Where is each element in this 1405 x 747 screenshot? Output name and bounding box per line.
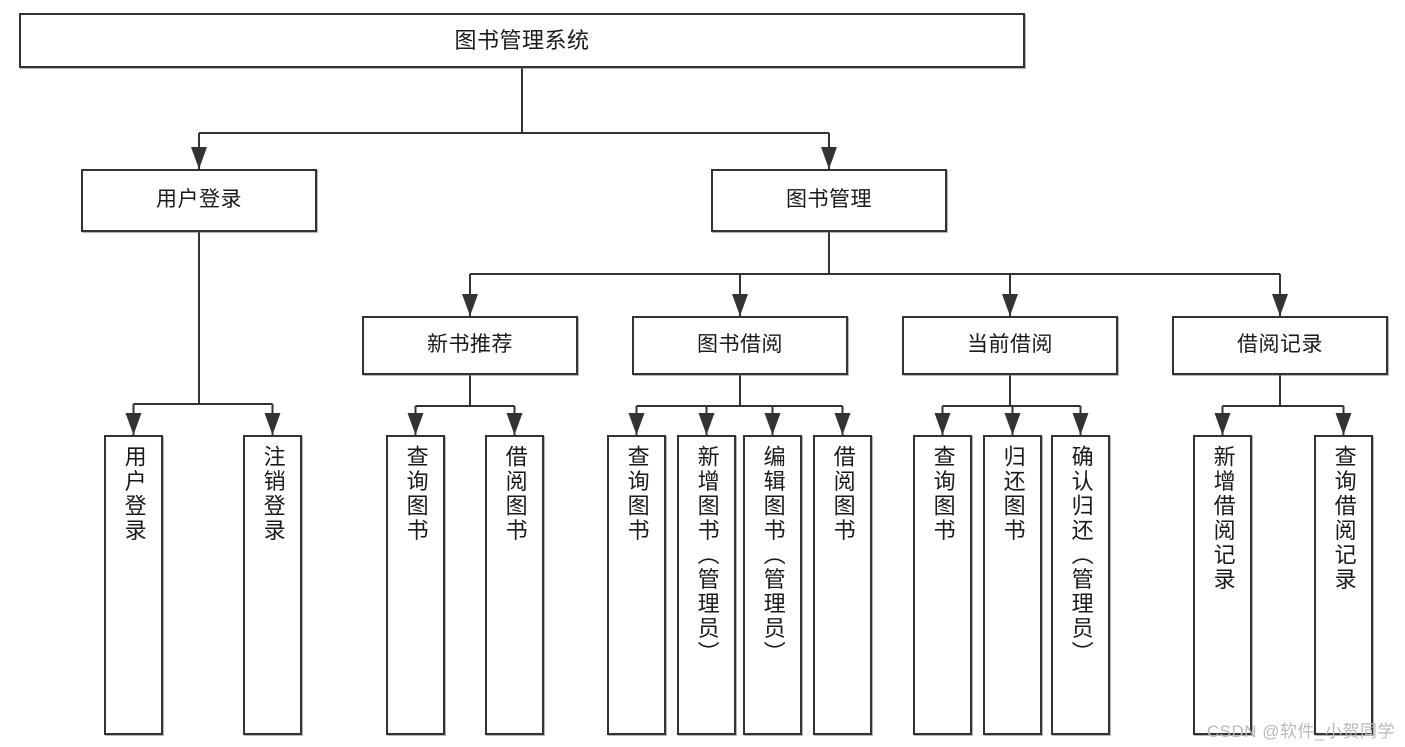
node-leaf_cb_ret[interactable]: 归还图书 xyxy=(983,435,1042,735)
node-leaf_rec_b[interactable]: 借阅图书 xyxy=(485,435,544,735)
node-leaf_lb_add[interactable]: 新增图书（管理员） xyxy=(677,435,736,735)
node-label: 图书管理 xyxy=(786,188,872,212)
node-l1a[interactable]: 用户登录 xyxy=(81,169,317,232)
node-l1b[interactable]: 图书管理 xyxy=(711,169,947,232)
node-label: 新增借阅记录 xyxy=(1210,445,1236,592)
node-label: 借阅图书 xyxy=(502,445,528,543)
node-l2d[interactable]: 借阅记录 xyxy=(1172,316,1388,375)
node-leaf_login[interactable]: 用户登录 xyxy=(104,435,163,735)
node-leaf_br_add[interactable]: 新增借阅记录 xyxy=(1193,435,1252,735)
node-label: 归还图书 xyxy=(1000,445,1026,543)
node-leaf_logout[interactable]: 注销登录 xyxy=(243,435,302,735)
node-label: 图书借阅 xyxy=(697,333,783,357)
node-leaf_cb_cf[interactable]: 确认归还（管理员） xyxy=(1051,435,1110,735)
node-leaf_lb_q[interactable]: 查询图书 xyxy=(607,435,666,735)
node-leaf_lb_bor[interactable]: 借阅图书 xyxy=(813,435,872,735)
node-label: 借阅记录 xyxy=(1237,333,1323,357)
node-label: 确认归还（管理员） xyxy=(1068,445,1094,666)
node-label: 新书推荐 xyxy=(427,333,513,357)
node-l2a[interactable]: 新书推荐 xyxy=(362,316,578,375)
node-l2b[interactable]: 图书借阅 xyxy=(632,316,848,375)
node-leaf_rec_q[interactable]: 查询图书 xyxy=(386,435,445,735)
node-l2c[interactable]: 当前借阅 xyxy=(902,316,1118,375)
node-label: 编辑图书（管理员） xyxy=(760,445,786,666)
node-label: 查询图书 xyxy=(624,445,650,543)
node-root[interactable]: 图书管理系统 xyxy=(19,13,1025,68)
node-label: 查询图书 xyxy=(930,445,956,543)
node-label: 图书管理系统 xyxy=(454,27,590,53)
node-leaf_cb_q[interactable]: 查询图书 xyxy=(913,435,972,735)
node-label: 新增图书（管理员） xyxy=(694,445,720,666)
node-leaf_br_q[interactable]: 查询借阅记录 xyxy=(1314,435,1373,735)
node-leaf_lb_ed[interactable]: 编辑图书（管理员） xyxy=(743,435,802,735)
node-label: 用户登录 xyxy=(121,445,147,543)
node-label: 查询借阅记录 xyxy=(1331,445,1357,592)
watermark-text: CSDN @软件_小贺同学 xyxy=(1206,722,1395,741)
node-label: 借阅图书 xyxy=(830,445,856,543)
node-label: 用户登录 xyxy=(156,188,242,212)
node-label: 查询图书 xyxy=(403,445,429,543)
node-label: 当前借阅 xyxy=(967,333,1053,357)
node-label: 注销登录 xyxy=(260,445,286,543)
